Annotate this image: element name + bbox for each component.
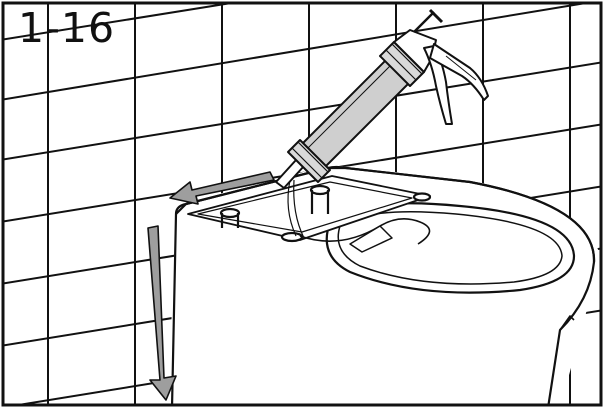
caulking-gun — [275, 8, 489, 189]
direction-arrows — [147, 171, 275, 401]
sealant-bead — [287, 179, 305, 239]
toilet-bowl — [170, 165, 596, 405]
arrow-left — [169, 171, 275, 205]
step-number: 1-16 — [18, 4, 116, 52]
arrow-down — [147, 225, 177, 401]
